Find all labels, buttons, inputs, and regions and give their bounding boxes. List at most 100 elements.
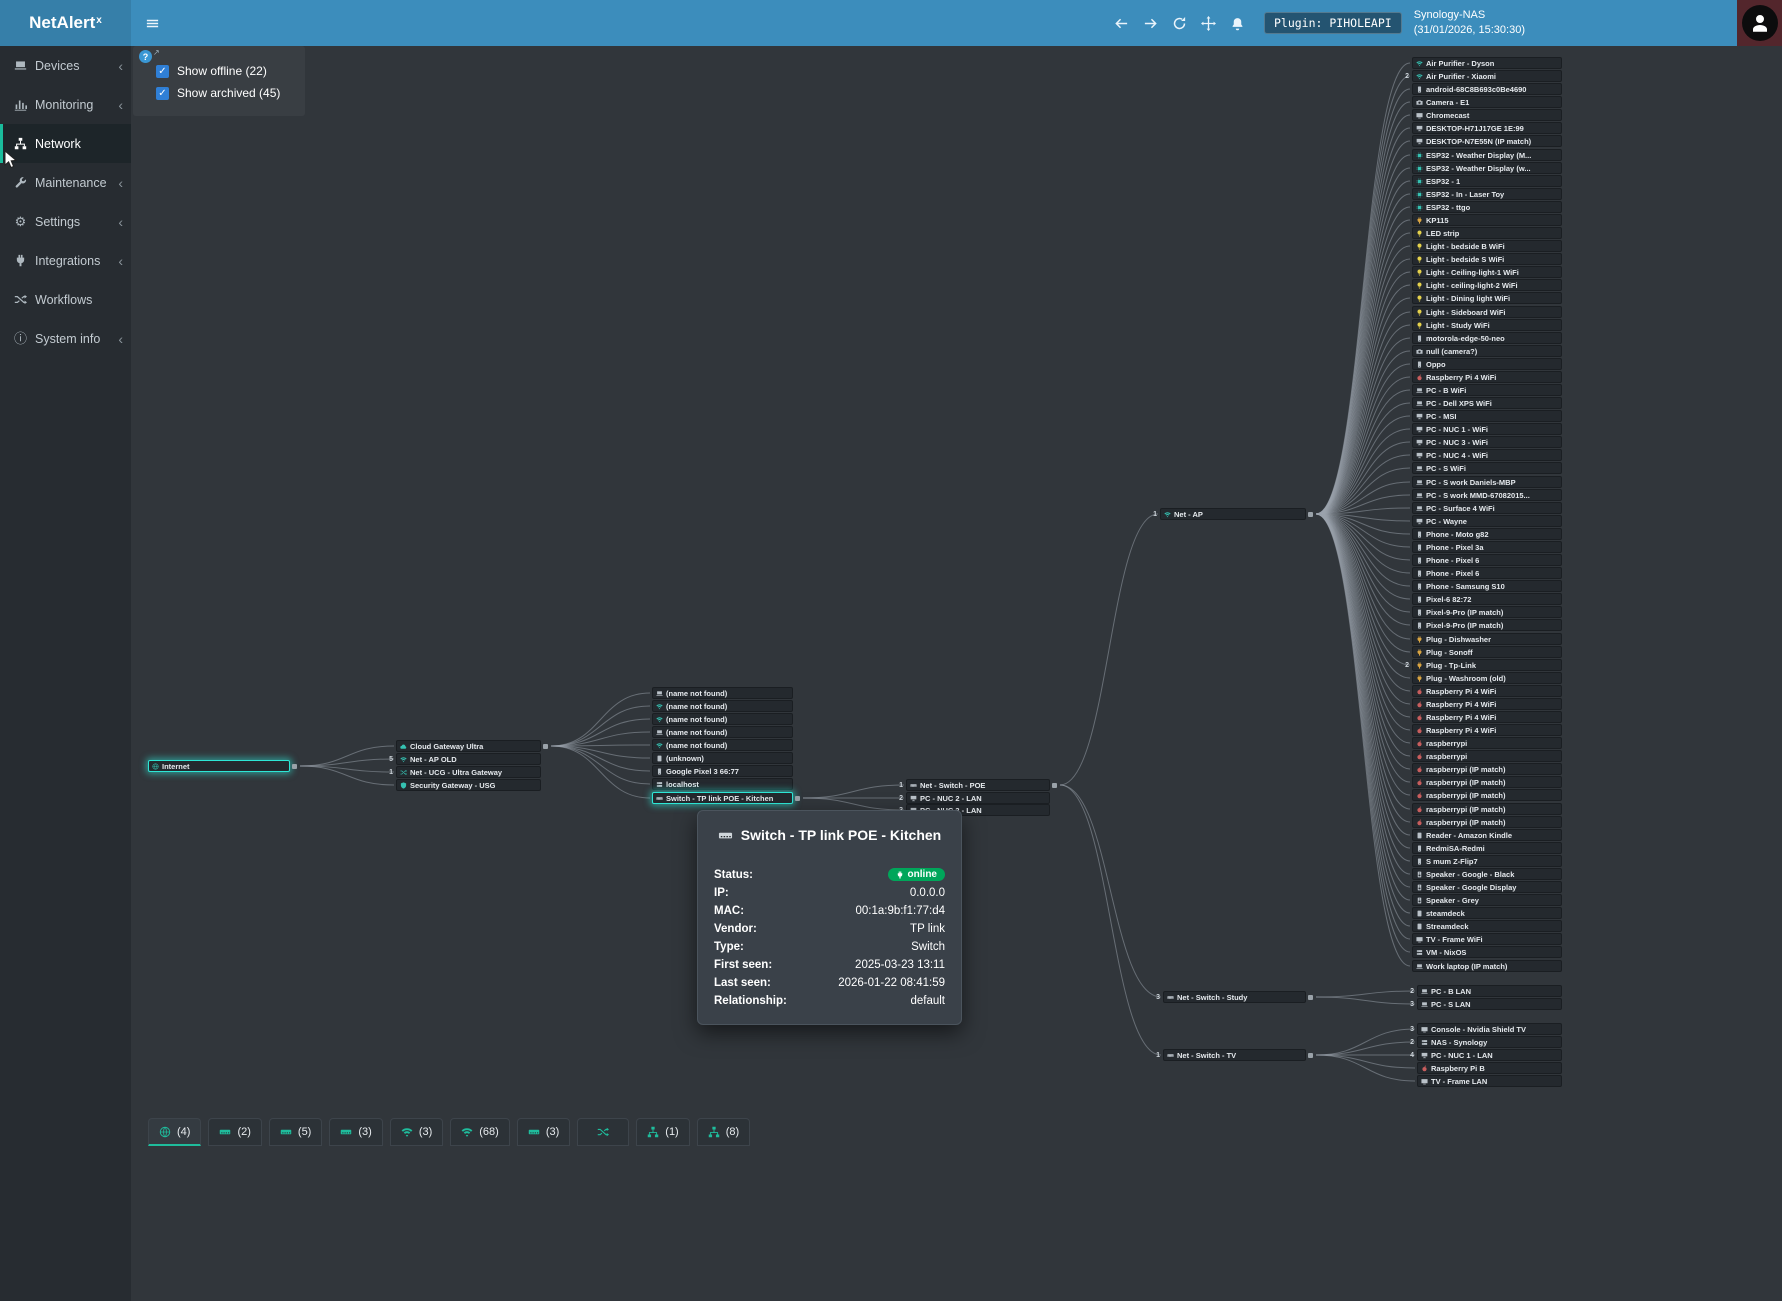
- graph-node-g7-68[interactable]: VM - NixOS: [1412, 946, 1562, 958]
- graph-node-g2-7[interactable]: localhost: [652, 778, 793, 790]
- graph-node-g7-31[interactable]: PC - S WiFi: [1412, 462, 1562, 474]
- network-tab-switch-1[interactable]: (2): [208, 1118, 262, 1146]
- network-tab-wifi-4[interactable]: (3): [389, 1118, 444, 1146]
- graph-node-g7-13[interactable]: LED strip: [1412, 227, 1562, 239]
- network-tab-sitemap-8[interactable]: (1): [636, 1118, 690, 1146]
- graph-node-g7-11[interactable]: ESP32 - ttgo: [1412, 201, 1562, 213]
- graph-node-g2-3[interactable]: (name not found): [652, 726, 793, 738]
- collapse-toggle[interactable]: [795, 796, 800, 801]
- sidebar-item-maintenance[interactable]: Maintenance‹: [0, 163, 131, 202]
- graph-node-g7-17[interactable]: Light - ceiling-light-2 WiFi: [1412, 279, 1562, 291]
- graph-node-g2-2[interactable]: (name not found): [652, 713, 793, 725]
- graph-node-g7-41[interactable]: Pixel-6 82:72: [1412, 593, 1562, 605]
- collapse-toggle[interactable]: [1052, 783, 1057, 788]
- graph-node-g7-10[interactable]: ESP32 - In - Laser Toy: [1412, 188, 1562, 200]
- graph-node-g7-22[interactable]: null (camera?): [1412, 345, 1562, 357]
- graph-node-internet[interactable]: Internet: [148, 760, 297, 772]
- graph-node-g7-30[interactable]: PC - NUC 4 - WiFi: [1412, 449, 1562, 461]
- graph-node-g7-34[interactable]: PC - Surface 4 WiFi: [1412, 502, 1562, 514]
- sidebar-item-monitoring[interactable]: Monitoring‹: [0, 85, 131, 124]
- graph-node-g7-48[interactable]: Raspberry Pi 4 WiFi: [1412, 685, 1562, 697]
- graph-node-g7-64[interactable]: Speaker - Grey: [1412, 894, 1562, 906]
- graph-node-g7-14[interactable]: Light - bedside B WiFi: [1412, 240, 1562, 252]
- show-offline-checkbox[interactable]: ✓: [156, 64, 169, 78]
- collapse-toggle[interactable]: [1308, 512, 1313, 517]
- network-tab-shuffle-7[interactable]: [577, 1118, 630, 1146]
- graph-node-g7-24[interactable]: Raspberry Pi 4 WiFi: [1412, 371, 1562, 383]
- network-tab-wifi-5[interactable]: (68): [450, 1118, 510, 1146]
- graph-node-g7-51[interactable]: Raspberry Pi 4 WiFi: [1412, 724, 1562, 736]
- graph-node-g7-62[interactable]: Speaker - Google - Black: [1412, 868, 1562, 880]
- collapse-toggle[interactable]: [1308, 1053, 1313, 1058]
- sidebar-item-integrations[interactable]: Integrations‹: [0, 241, 131, 280]
- sidebar-item-workflows[interactable]: Workflows: [0, 280, 131, 319]
- graph-node-g7-15[interactable]: Light - bedside S WiFi: [1412, 253, 1562, 265]
- graph-node-g7-3[interactable]: Camera - E1: [1412, 96, 1562, 108]
- graph-node-g7-16[interactable]: Light - Ceiling-light-1 WiFi: [1412, 266, 1562, 278]
- graph-node-g7-55[interactable]: raspberrypi (IP match): [1412, 776, 1562, 788]
- graph-node-g7-60[interactable]: RedmiSA-Redmi: [1412, 842, 1562, 854]
- graph-node-g7-0[interactable]: Air Purifier - Dyson: [1412, 57, 1562, 69]
- graph-node-g7-21[interactable]: motorola-edge-50-neo: [1412, 332, 1562, 344]
- refresh-button[interactable]: [1165, 0, 1194, 46]
- graph-node-g7-38[interactable]: Phone - Pixel 6: [1412, 554, 1562, 566]
- graph-node-g7-6[interactable]: DESKTOP-N7E55N (IP match): [1412, 135, 1562, 147]
- graph-node-g7-26[interactable]: PC - Dell XPS WiFi: [1412, 397, 1562, 409]
- graph-node-g7-28[interactable]: PC - NUC 1 - WiFi: [1412, 423, 1562, 435]
- graph-node-g7-67[interactable]: TV - Frame WiFi: [1412, 933, 1562, 945]
- sidebar-item-devices[interactable]: Devices‹: [0, 46, 131, 85]
- graph-node-g9-3[interactable]: Raspberry Pi B: [1417, 1062, 1562, 1074]
- collapse-toggle[interactable]: [292, 764, 297, 769]
- graph-node-g7-43[interactable]: Pixel-9-Pro (IP match): [1412, 619, 1562, 631]
- collapse-toggle[interactable]: [1308, 995, 1313, 1000]
- graph-node-g7-32[interactable]: PC - S work Daniels-MBP: [1412, 476, 1562, 488]
- notifications-button[interactable]: [1223, 0, 1252, 46]
- graph-node-g7-65[interactable]: steamdeck: [1412, 907, 1562, 919]
- graph-node-g7-29[interactable]: PC - NUC 3 - WiFi: [1412, 436, 1562, 448]
- graph-node-g9-4[interactable]: TV - Frame LAN: [1417, 1075, 1562, 1087]
- network-tab-switch-3[interactable]: (3): [329, 1118, 383, 1146]
- show-archived-filter[interactable]: ✓ Show archived (45): [156, 86, 280, 100]
- graph-node-g7-23[interactable]: Oppo: [1412, 358, 1562, 370]
- graph-node-g7-53[interactable]: raspberrypi: [1412, 750, 1562, 762]
- graph-node-g7-63[interactable]: Speaker - Google Display: [1412, 881, 1562, 893]
- help-icon[interactable]: ?: [139, 50, 152, 63]
- hamburger-menu-button[interactable]: [131, 0, 173, 46]
- network-tab-switch-6[interactable]: (3): [516, 1118, 571, 1146]
- graph-node-g7-33[interactable]: PC - S work MMD-67082015...: [1412, 489, 1562, 501]
- graph-node-g7-35[interactable]: PC - Wayne: [1412, 515, 1562, 527]
- pan-mode-button[interactable]: [1194, 0, 1223, 46]
- graph-node-g7-36[interactable]: Phone - Moto g82: [1412, 528, 1562, 540]
- graph-node-g7-69[interactable]: Work laptop (IP match): [1412, 960, 1562, 972]
- graph-node-g7-18[interactable]: Light - Dining light WiFi: [1412, 292, 1562, 304]
- graph-node-g7-54[interactable]: raspberrypi (IP match): [1412, 763, 1562, 775]
- graph-node-cloud-gateway[interactable]: Cloud Gateway Ultra: [396, 740, 548, 752]
- graph-node-g7-12[interactable]: KP115: [1412, 214, 1562, 226]
- graph-node-g7-5[interactable]: DESKTOP-H71J17GE 1E:99: [1412, 122, 1562, 134]
- graph-node-switch-kitchen[interactable]: Switch - TP link POE - Kitchen: [652, 792, 800, 804]
- graph-node-g7-7[interactable]: ESP32 - Weather Display (M...: [1412, 149, 1562, 161]
- graph-node-g7-27[interactable]: PC - MSI: [1412, 410, 1562, 422]
- graph-node-g7-40[interactable]: Phone - Samsung S10: [1412, 580, 1562, 592]
- show-offline-filter[interactable]: ✓ Show offline (22): [156, 64, 267, 78]
- graph-node-g2-1[interactable]: (name not found): [652, 700, 793, 712]
- graph-node-g7-49[interactable]: Raspberry Pi 4 WiFi: [1412, 698, 1562, 710]
- graph-node-g7-66[interactable]: Streamdeck: [1412, 920, 1562, 932]
- graph-node-g7-9[interactable]: ESP32 - 1: [1412, 175, 1562, 187]
- graph-node-g7-50[interactable]: Raspberry Pi 4 WiFi: [1412, 711, 1562, 723]
- network-tab-sitemap-9[interactable]: (8): [696, 1118, 751, 1146]
